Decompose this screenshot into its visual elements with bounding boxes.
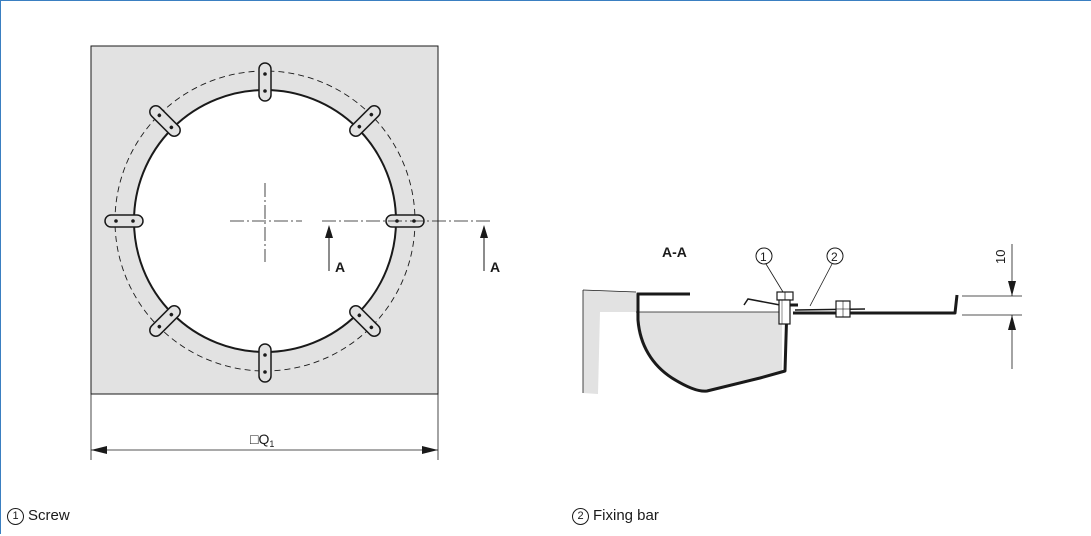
callout-2-number: 2	[831, 250, 838, 264]
fixing-bar-left	[104, 214, 144, 228]
callout-1-number: 1	[760, 250, 767, 264]
dimension-q1-label: □Q1	[250, 431, 274, 449]
callout-1-circle	[755, 247, 773, 265]
legend-number-circle: 2	[572, 508, 589, 525]
dim-arrow-left	[91, 446, 107, 454]
callout-2-circle	[826, 247, 844, 265]
callout-1-leader	[765, 263, 784, 293]
legend-text: Fixing bar	[593, 507, 659, 524]
section-view: A-A 1 2	[582, 244, 1022, 394]
fixing-bar-bottom-left	[149, 305, 181, 337]
section-arrow-right-head	[480, 225, 488, 238]
section-arrow-left-head	[325, 225, 333, 238]
legend-number-circle: 1	[7, 508, 24, 525]
fixing-bar-top-right	[349, 105, 381, 137]
callout-2-leader	[809, 263, 833, 307]
dim10-arrow-bottom	[1008, 315, 1016, 330]
section-title: A-A	[662, 244, 687, 260]
fixing-bar-section	[743, 298, 866, 311]
housing-body	[583, 290, 782, 394]
section-marker-left: A	[335, 259, 345, 275]
fixing-bar-top	[258, 62, 272, 102]
fixing-bar-bottom-right	[349, 305, 381, 337]
dim10-arrow-top	[1008, 281, 1016, 296]
screw-section	[776, 291, 794, 325]
fixing-bar-bottom	[258, 343, 272, 383]
dimension-10-label: 10	[993, 250, 1008, 264]
section-marker-right: A	[490, 259, 500, 275]
housing-top-line	[582, 289, 637, 293]
plate-top-view: A A □Q1	[90, 45, 500, 460]
legend-text: Screw	[28, 507, 70, 524]
dim-arrow-right	[422, 446, 438, 454]
housing-profile	[636, 292, 798, 393]
bolt-section-2	[835, 300, 851, 318]
